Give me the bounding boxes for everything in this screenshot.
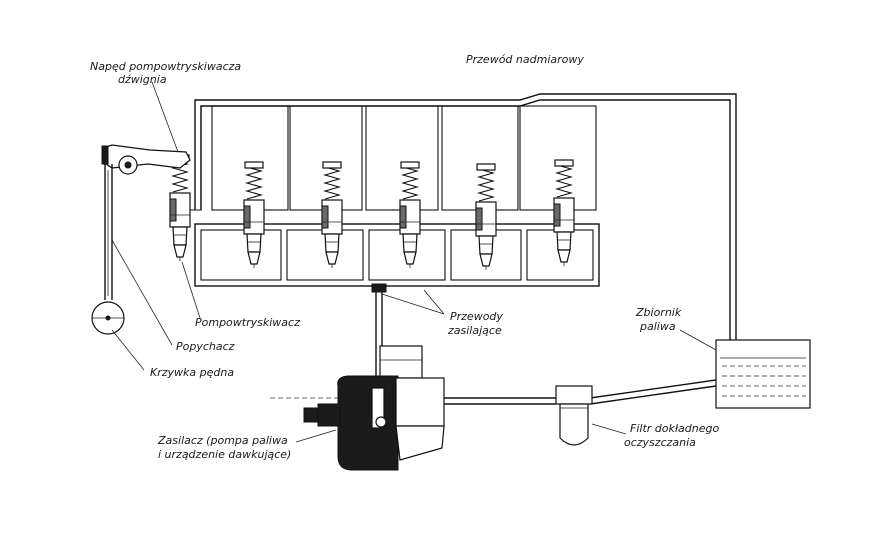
label-zbiornik-2: paliwa [639,320,676,333]
fine-filter [555,385,593,446]
label-popychacz: Popychacz [176,340,235,353]
unit-injector-1 [169,154,191,262]
supply-pump [270,345,445,471]
pushrod [104,164,113,300]
feed-line [444,379,717,405]
label-przewody: Przewody [450,310,503,323]
unit-injector-5 [475,163,497,271]
overflow-line [194,93,737,340]
cam [91,301,125,335]
fuel-tank [715,339,811,409]
label-przewody-2: zasilające [447,324,502,337]
unit-injector-6 [553,159,575,267]
label-filtr-2: oczyszczania [624,436,696,449]
unit-injector-2 [243,161,265,269]
unit-injector-4 [399,161,421,269]
leader-lines [111,81,717,443]
label-zasilacz: Zasilacz (pompa paliwa [157,434,288,447]
label-filtr: Filtr dokładnego [630,422,719,435]
return-manifold [175,105,597,211]
label-pompowtryskiwacz: Pompowtryskiwacz [195,316,300,329]
label-naped-2: dźwignia [118,73,167,86]
unit-injector-3 [321,161,343,269]
label-zbiornik: Zbiornik [635,306,682,319]
label-krzywka: Krzywka pędna [150,366,234,379]
label-naped: Napęd pompowtryskiwacza [90,60,241,73]
rocker-lever [101,144,191,175]
label-zasilacz-2: i urządzenie dawkujące) [158,448,291,461]
label-przewod-nadmiarowy: Przewód nadmiarowy [466,53,584,66]
